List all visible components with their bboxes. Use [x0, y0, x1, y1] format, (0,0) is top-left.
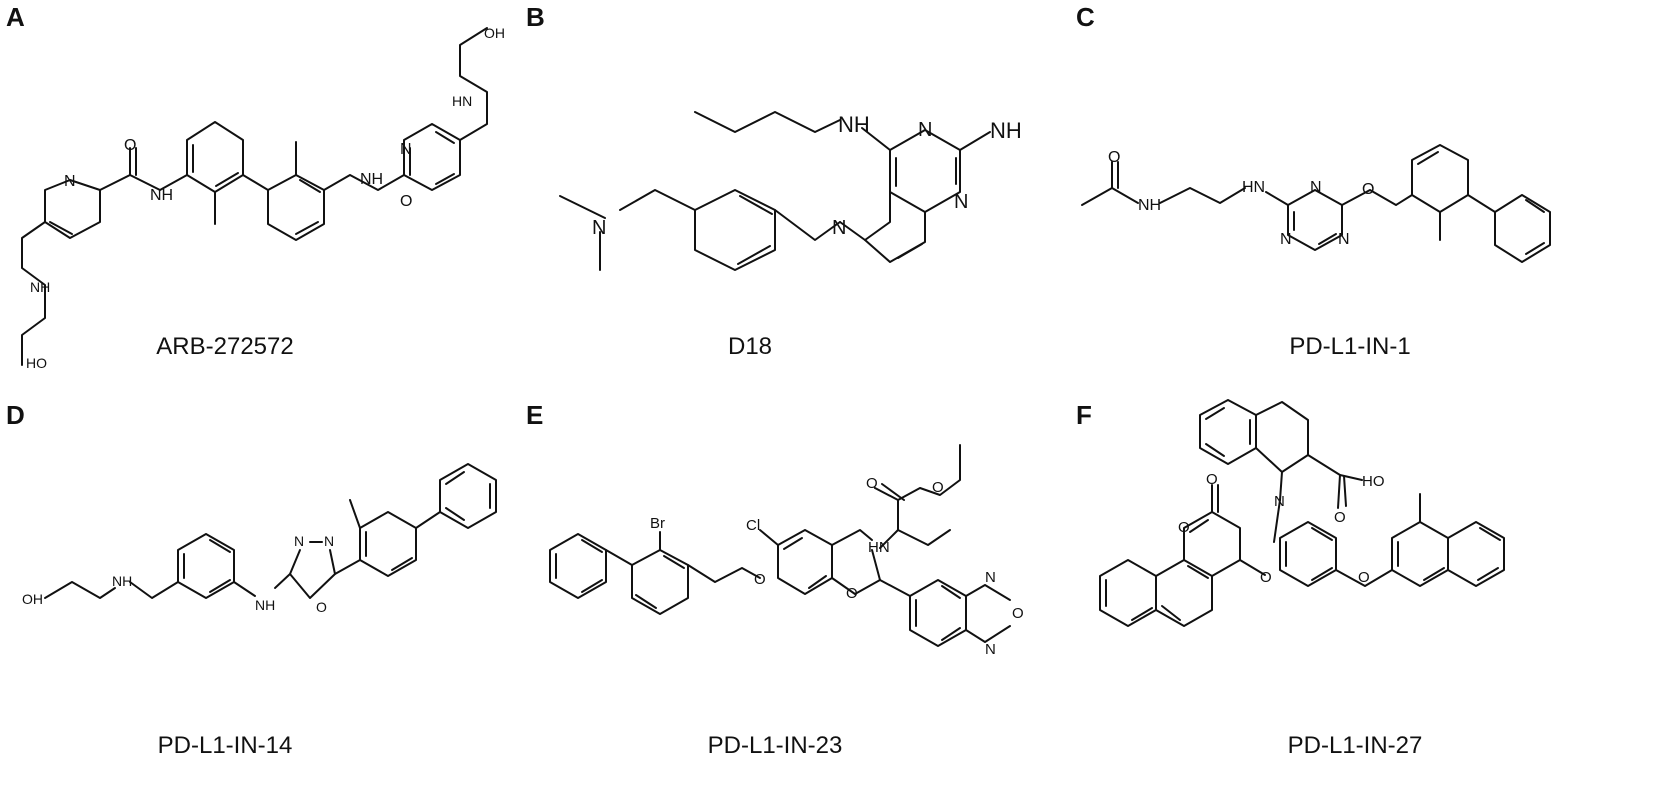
- compound-name: PD-L1-IN-23: [707, 732, 843, 759]
- atom-label: O: [1108, 149, 1120, 166]
- atom-label: NH: [150, 187, 173, 204]
- atom-label: N: [1280, 231, 1292, 248]
- atom-label: O: [1260, 569, 1272, 586]
- atom-label: O: [1334, 509, 1346, 526]
- panel-b: B NH NH N N N N D18: [520, 0, 1080, 400]
- atom-label: HO: [1362, 473, 1385, 490]
- panel-f: F N O: [1070, 399, 1670, 809]
- structure-d18: NH NH N N N N: [559, 111, 1022, 271]
- structure-pd-l1-in-23: Br Cl O O HN O O N N O: [549, 444, 1024, 658]
- structure-pd-l1-in-1: O NH HN N N N O: [1081, 144, 1551, 263]
- atom-label: N: [985, 641, 996, 658]
- compound-name: ARB-272572: [156, 333, 294, 360]
- panel-letter: D: [6, 400, 25, 430]
- atom-label: NH: [360, 171, 383, 188]
- panel-letter: C: [1076, 2, 1095, 32]
- structure-arb-272572: O NH N NH HO N NH O HN OH: [21, 25, 505, 371]
- panel-letter: B: [526, 2, 545, 32]
- atom-label: O: [400, 193, 412, 210]
- atom-label: Cl: [746, 517, 760, 534]
- atom-label: O: [866, 475, 878, 492]
- atom-label: HN: [452, 93, 472, 109]
- atom-label: O: [1362, 181, 1374, 198]
- panel-e: E Br Cl O O HN O O N: [520, 400, 1080, 809]
- compound-name: PD-L1-IN-1: [1289, 333, 1411, 360]
- atom-label: NH: [112, 573, 132, 589]
- compound-name: PD-L1-IN-27: [1287, 732, 1423, 759]
- panel-d: D OH NH NH N N O PD-L1-IN-14: [0, 400, 560, 809]
- atom-label: N: [954, 191, 968, 213]
- atom-label: O: [932, 479, 944, 496]
- panel-letter: A: [6, 2, 25, 32]
- atom-label: HO: [26, 355, 47, 371]
- atom-label: O: [1206, 471, 1218, 488]
- atom-label: HN: [868, 539, 890, 556]
- atom-label: O: [316, 599, 327, 615]
- atom-label: N: [400, 141, 412, 158]
- atom-label: N: [985, 569, 996, 586]
- atom-label: HN: [1242, 179, 1265, 196]
- structure-pd-l1-in-14: OH NH NH N N O: [22, 463, 497, 615]
- compound-name: D18: [727, 333, 773, 360]
- atom-label: N: [1310, 179, 1322, 196]
- atom-label: O: [124, 137, 136, 154]
- atom-label: N: [1338, 231, 1350, 248]
- atom-label: N: [918, 119, 932, 141]
- panel-letter: F: [1076, 400, 1092, 430]
- atom-label: NH: [255, 597, 275, 613]
- atom-label: N: [592, 217, 606, 239]
- panel-c: C O NH HN N N N O PD-L1-IN-1: [1070, 0, 1670, 400]
- structure-pd-l1-in-27: N O HO O O O O: [1099, 399, 1505, 627]
- panel-letter: E: [526, 400, 544, 430]
- atom-label: OH: [22, 591, 43, 607]
- atom-label: N: [294, 533, 304, 549]
- atom-label: N: [64, 173, 76, 190]
- atom-label: Br: [650, 515, 665, 532]
- atom-label: NH: [1138, 197, 1161, 214]
- atom-label: OH: [484, 25, 505, 41]
- atom-label: O: [1358, 569, 1370, 586]
- atom-label: O: [846, 585, 858, 602]
- atom-label: N: [324, 533, 334, 549]
- atom-label: NH: [30, 279, 50, 295]
- atom-label: O: [754, 571, 766, 588]
- compound-name: PD-L1-IN-14: [157, 732, 293, 759]
- atom-label: NH: [990, 118, 1022, 143]
- atom-label: N: [1274, 493, 1285, 510]
- panel-a: A O NH N NH HO N NH O: [0, 0, 560, 400]
- atom-label: NH: [838, 112, 870, 137]
- atom-label: N: [832, 217, 846, 239]
- atom-label: O: [1012, 605, 1024, 622]
- atom-label: O: [1178, 519, 1190, 536]
